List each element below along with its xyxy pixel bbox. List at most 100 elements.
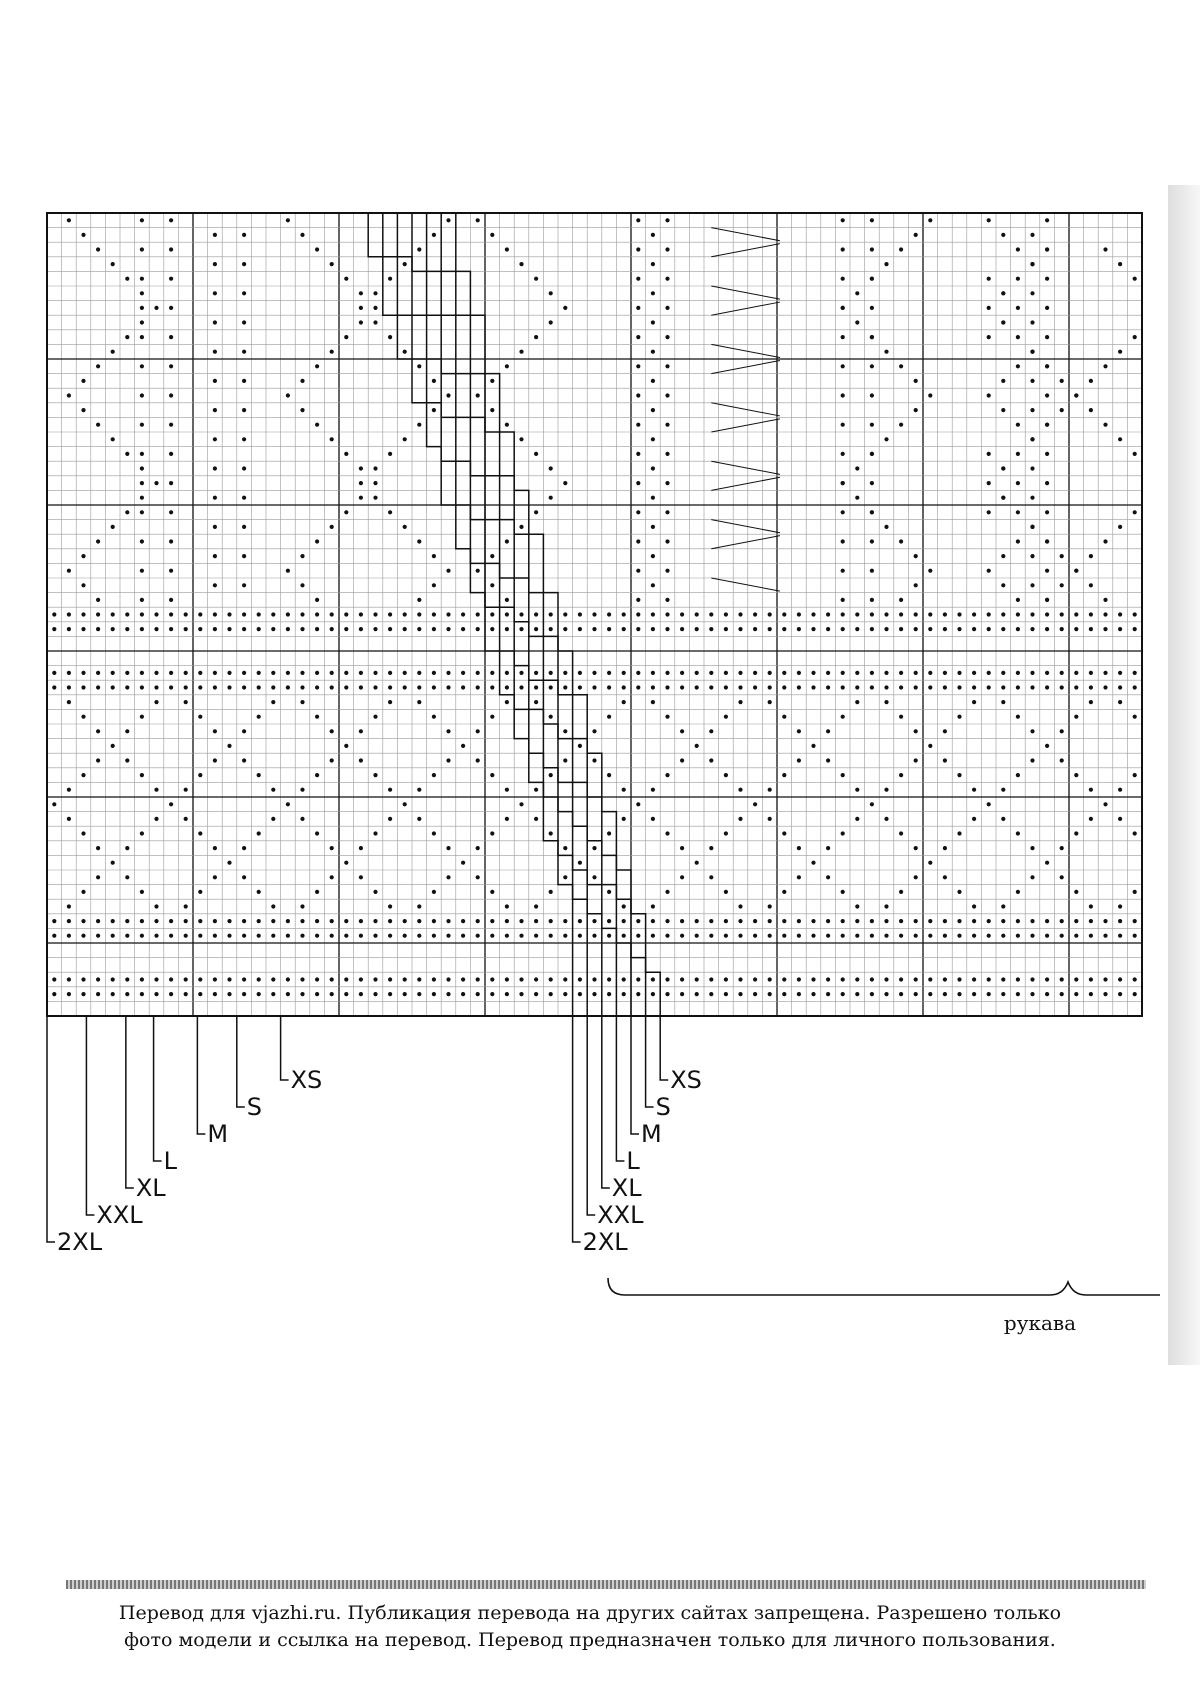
purl-dot: [242, 291, 247, 296]
purl-dot: [388, 276, 393, 281]
purl-dot: [446, 393, 451, 398]
purl-dot: [840, 218, 845, 223]
purl-dot: [621, 816, 626, 822]
purl-dot: [66, 933, 71, 938]
purl-dot: [840, 670, 845, 676]
purl-dot: [402, 685, 407, 690]
purl-dot: [198, 685, 203, 690]
purl-dot: [592, 758, 597, 763]
purl-dot: [577, 685, 583, 690]
purl-dot: [110, 933, 115, 938]
purl-dot: [344, 670, 349, 676]
purl-dot: [548, 831, 553, 836]
purl-dot: [811, 685, 816, 690]
purl-dot: [767, 627, 772, 632]
purl-dot: [242, 875, 247, 880]
purl-dot: [1059, 612, 1064, 617]
purl-dot: [650, 787, 656, 792]
purl-dot: [285, 612, 290, 617]
purl-dot: [1118, 685, 1123, 690]
purl-dot: [271, 992, 276, 997]
purl-dot: [1074, 773, 1079, 778]
purl-dot: [913, 933, 918, 938]
purl-dot: [139, 685, 144, 690]
purl-dot: [490, 232, 495, 237]
size-label-s: S: [247, 1093, 262, 1121]
purl-dot: [928, 860, 933, 865]
purl-dot: [504, 787, 509, 792]
purl-dot: [636, 393, 641, 398]
purl-dot: [680, 992, 685, 997]
purl-dot: [139, 992, 144, 997]
purl-dot: [782, 933, 787, 938]
purl-dot: [723, 670, 729, 676]
purl-dot: [417, 977, 422, 982]
purl-dot: [1001, 700, 1006, 705]
purl-dot: [665, 276, 670, 281]
purl-dot: [490, 831, 495, 836]
purl-dot: [607, 933, 612, 938]
purl-dot: [417, 904, 422, 909]
purl-dot: [431, 977, 436, 982]
purl-dot: [81, 554, 86, 559]
purl-dot: [417, 992, 422, 997]
purl-dot: [928, 685, 933, 690]
purl-dot: [665, 612, 670, 617]
purl-dot: [519, 919, 524, 924]
purl-dot: [607, 670, 612, 676]
purl-dot: [358, 875, 363, 880]
purl-dot: [183, 670, 188, 676]
purl-dot: [869, 568, 875, 573]
purl-dot: [942, 758, 948, 763]
purl-dot: [125, 875, 130, 880]
purl-dot: [212, 875, 217, 880]
purl-dot: [96, 977, 101, 982]
purl-dot: [577, 743, 583, 749]
purl-dot: [96, 992, 101, 997]
purl-dot: [256, 977, 261, 982]
purl-dot: [417, 700, 422, 705]
purl-dot: [154, 919, 159, 924]
purl-dot: [461, 933, 466, 938]
purl-dot: [96, 729, 101, 734]
purl-dot: [913, 729, 918, 734]
purl-dot: [972, 670, 977, 676]
purl-dot: [1118, 612, 1123, 617]
purl-dot: [913, 846, 918, 851]
purl-dot: [504, 539, 509, 544]
purl-dot: [986, 802, 991, 807]
purl-dot: [446, 846, 451, 851]
purl-dot: [1074, 831, 1079, 836]
purl-dot: [928, 977, 933, 982]
purl-dot: [431, 670, 436, 676]
purl-dot: [986, 670, 991, 676]
purl-dot: [869, 933, 875, 938]
purl-dot: [738, 700, 743, 705]
purl-dot: [1088, 933, 1093, 938]
purl-dot: [81, 232, 86, 237]
purl-dot: [665, 992, 670, 997]
purl-dot: [607, 685, 612, 690]
purl-dot: [358, 320, 363, 325]
purl-dot: [388, 816, 393, 822]
purl-dot: [738, 787, 743, 792]
purl-dot: [607, 992, 612, 997]
purl-dot: [869, 276, 875, 281]
purl-dot: [840, 933, 845, 938]
purl-dot: [125, 758, 130, 763]
purl-dots: [52, 218, 1137, 997]
purl-dot: [1132, 919, 1137, 924]
size-label-2xl: 2XL: [583, 1228, 629, 1256]
purl-dot: [913, 758, 918, 763]
purl-dot: [607, 889, 612, 895]
purl-dot: [577, 627, 583, 632]
purl-dot: [811, 977, 816, 982]
purl-dot: [285, 627, 290, 632]
purl-dot: [899, 831, 904, 836]
purl-dot: [212, 919, 217, 924]
purl-dot: [344, 510, 349, 515]
purl-dot: [212, 846, 217, 851]
purl-dot: [636, 992, 641, 997]
purl-dot: [431, 685, 436, 690]
